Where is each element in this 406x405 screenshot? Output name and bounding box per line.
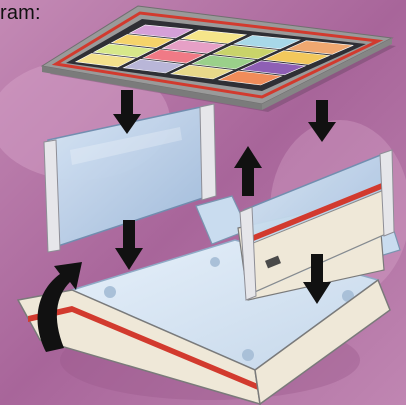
tray-foot [210,257,220,267]
tray-foot [104,286,116,298]
panel-end-cap [200,104,216,200]
caption-text: ram: [0,2,41,25]
tray-foot [242,349,254,361]
